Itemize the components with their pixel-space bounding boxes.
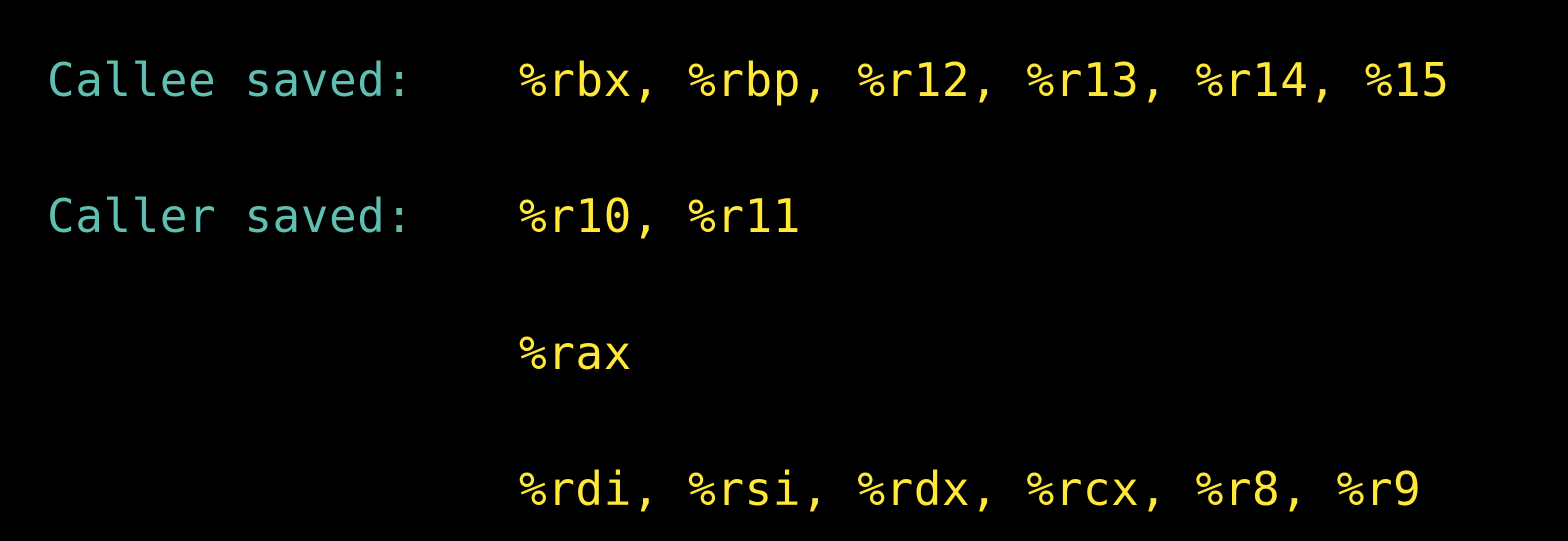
caller-saved-row: Caller saved: %r10, %r11 [0,186,1568,246]
callee-saved-row: Callee saved: %rbx, %rbp, %r12, %r13, %r… [0,50,1568,110]
return-register-row: %rax [0,323,1568,383]
argument-registers-row: %rdi, %rsi, %rdx, %rcx, %r8, %r9 [0,459,1568,519]
caller-saved-label: Caller saved: [47,189,414,243]
caller-saved-registers: %r10, %r11 [519,189,801,243]
argument-registers: %rdi, %rsi, %rdx, %rcx, %r8, %r9 [519,462,1422,516]
return-register: %rax [519,326,632,380]
callee-saved-registers: %rbx, %rbp, %r12, %r13, %r14, %15 [519,53,1450,107]
callee-saved-label: Callee saved: [47,53,414,107]
